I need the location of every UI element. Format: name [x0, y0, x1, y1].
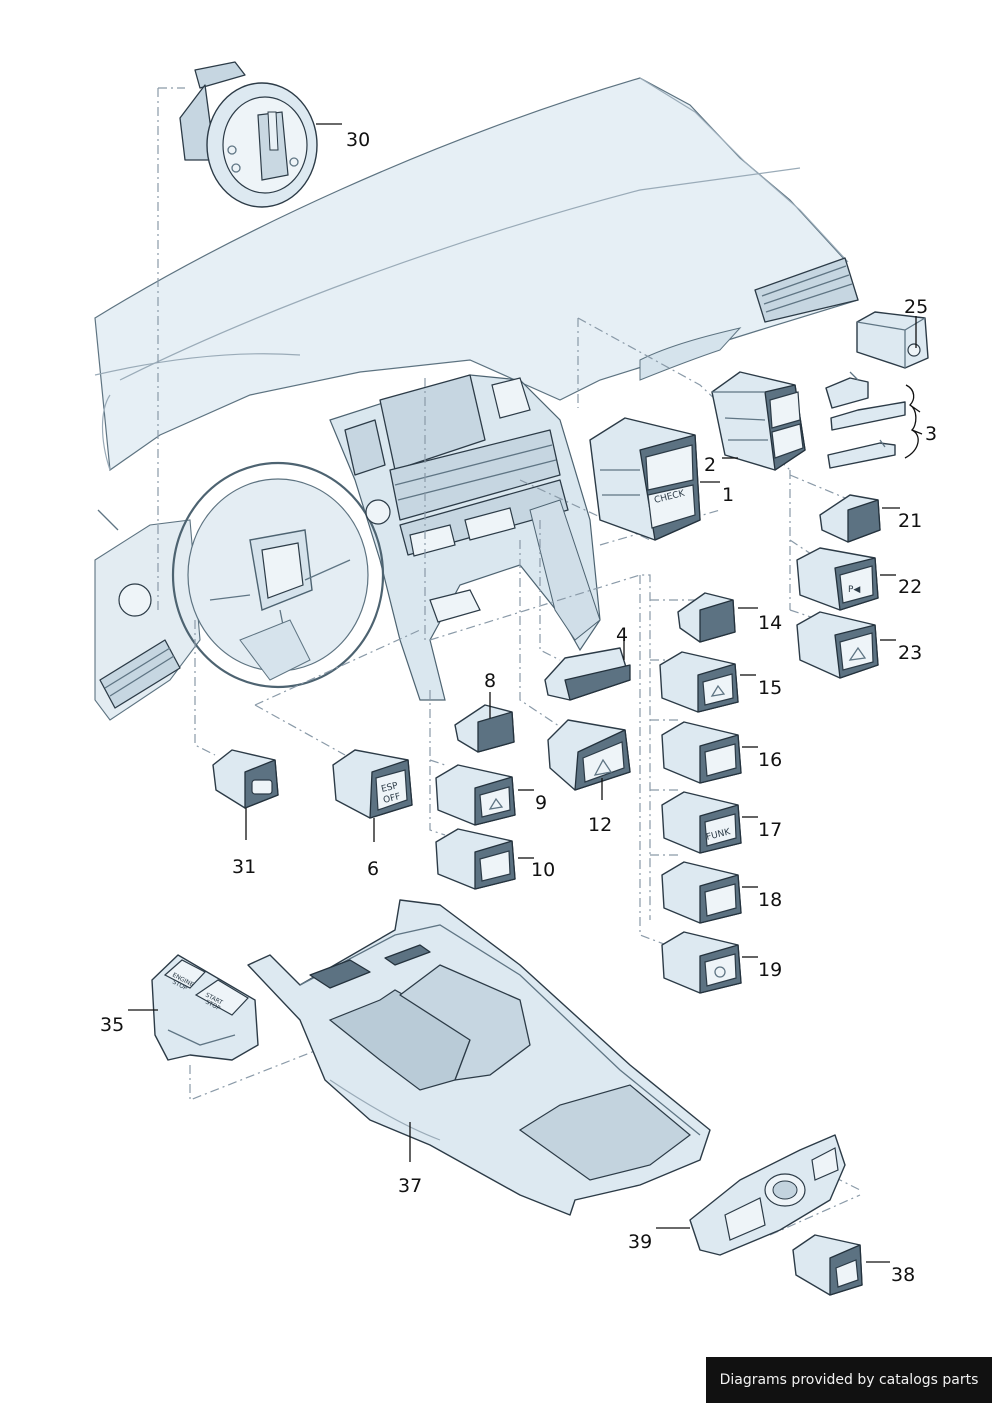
- part-8-blank-cover[interactable]: [454, 704, 515, 753]
- callout-38: 38: [891, 1264, 915, 1286]
- part-38-switch[interactable]: [792, 1234, 863, 1296]
- part-3-blanking-strips[interactable]: [825, 371, 906, 469]
- esp-label: ESP: [380, 781, 399, 795]
- part-19-switch[interactable]: [661, 931, 742, 994]
- dashboard-illustration: [94, 77, 859, 721]
- callout-17: 17: [758, 819, 782, 841]
- callout-37: 37: [398, 1175, 422, 1197]
- callout-15: 15: [758, 677, 782, 699]
- callout-19: 19: [758, 959, 782, 981]
- callout-9: 9: [535, 792, 547, 814]
- part-18-switch[interactable]: [661, 861, 742, 924]
- part-31-switch[interactable]: [212, 749, 279, 809]
- part-23-switch[interactable]: [796, 611, 879, 679]
- part-37-center-console[interactable]: [247, 899, 711, 1216]
- leader-lines: [128, 123, 923, 1263]
- callout-21: 21: [898, 510, 922, 532]
- callout-39: 39: [628, 1231, 652, 1253]
- part-17-switch[interactable]: FUNK: [661, 791, 742, 854]
- part-10-switch[interactable]: [435, 828, 516, 890]
- off-label: OFF: [382, 792, 401, 806]
- callout-35: 35: [100, 1014, 124, 1036]
- part-12-hazard-switch[interactable]: [547, 719, 631, 791]
- part-4-switch-strip[interactable]: [544, 647, 631, 701]
- callout-6: 6: [367, 858, 379, 880]
- callout-4: 4: [616, 624, 628, 646]
- callout-22: 22: [898, 576, 922, 598]
- part-35-start-stop-switch[interactable]: ENGINE STOP START STOP: [151, 954, 259, 1061]
- callout-12: 12: [588, 814, 612, 836]
- part-21-blank-cover[interactable]: [819, 494, 881, 543]
- callout-2: 2: [704, 454, 716, 476]
- part-30-light-switch[interactable]: [179, 61, 318, 208]
- callout-8: 8: [484, 670, 496, 692]
- callout-1: 1: [722, 484, 734, 506]
- callout-3: 3: [925, 423, 937, 445]
- part-16-switch[interactable]: [661, 721, 742, 784]
- part-15-switch[interactable]: [659, 651, 739, 713]
- steering-wheel: [171, 461, 385, 689]
- watermark-banner: Diagrams provided by catalogs parts: [706, 1357, 992, 1403]
- callout-16: 16: [758, 749, 782, 771]
- part-25-switch[interactable]: [856, 311, 929, 369]
- part-14-blank-cover[interactable]: [677, 592, 736, 643]
- part-22-park-assist-switch[interactable]: P◀: [796, 547, 879, 611]
- callout-25: 25: [904, 296, 928, 318]
- callout-18: 18: [758, 889, 782, 911]
- callout-30: 30: [346, 129, 370, 151]
- callout-14: 14: [758, 612, 782, 634]
- part-2-switch-block[interactable]: [711, 371, 806, 471]
- part-9-switch[interactable]: [435, 764, 516, 826]
- park-icon: P◀: [848, 585, 860, 595]
- callout-labels: 30 25 3 2 1 21 22 23 4 14 15 16 17 18 19…: [100, 129, 937, 1286]
- part-39-switch-panel[interactable]: [689, 1134, 846, 1256]
- part-6-esp-off-switch[interactable]: ESP OFF: [332, 749, 413, 819]
- callout-23: 23: [898, 642, 922, 664]
- callout-31: 31: [232, 856, 256, 878]
- callout-10: 10: [531, 859, 555, 881]
- part-1-switch-block[interactable]: CHECK: [589, 417, 701, 541]
